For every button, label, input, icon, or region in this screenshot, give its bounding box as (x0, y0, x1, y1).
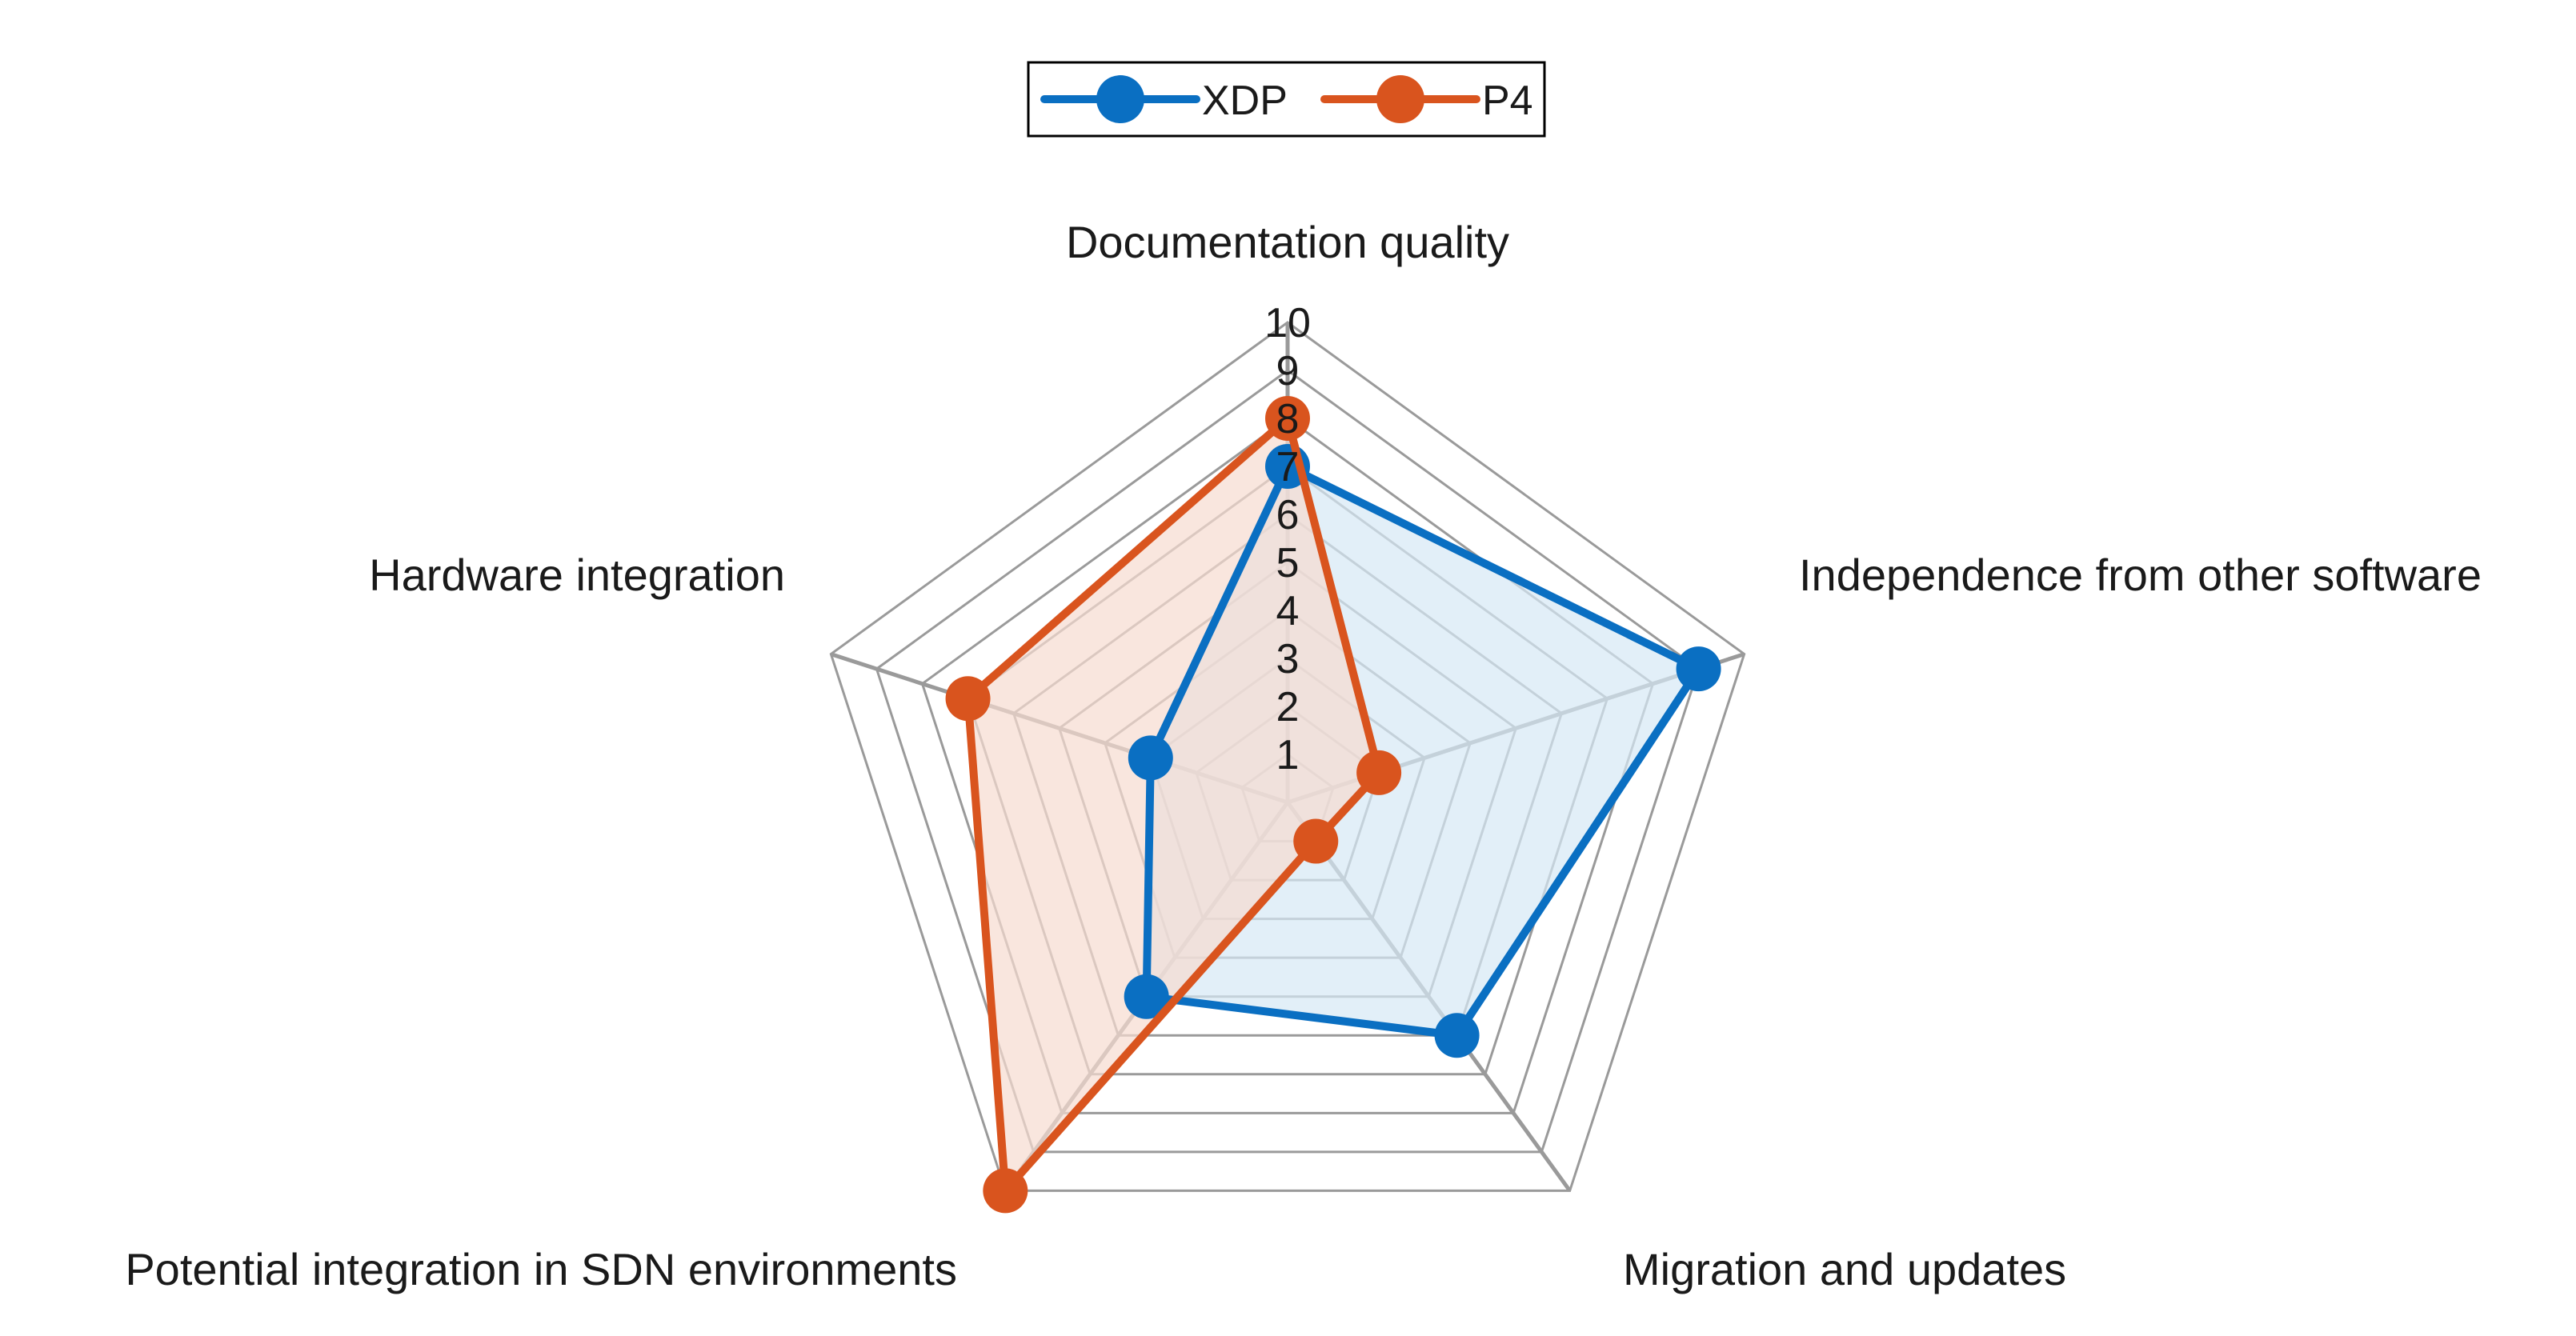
tick-label-6: 6 (1276, 492, 1300, 538)
tick-label-4: 4 (1276, 588, 1300, 634)
data-point-xdp-2 (1434, 1013, 1480, 1058)
axis-label-2: Migration and updates (1623, 1244, 2066, 1294)
radar-series (945, 396, 1721, 1214)
tick-label-9: 9 (1276, 348, 1300, 394)
axis-label-4: Hardware integration (369, 550, 785, 600)
axis-label-1: Independence from other software (1799, 550, 2482, 600)
data-point-p4-0 (1265, 396, 1310, 441)
grid-ring-10 (829, 321, 1746, 1192)
legend-marker-p4 (1376, 75, 1424, 123)
tick-label-5: 5 (1276, 540, 1300, 586)
data-point-p4-3 (983, 1168, 1028, 1214)
tick-label-2: 2 (1276, 684, 1300, 730)
data-point-p4-4 (945, 676, 991, 722)
tick-label-7: 7 (1276, 444, 1300, 490)
grid-ring-9 (875, 369, 1701, 1154)
chart-legend: XDP P4 (1027, 61, 1546, 138)
data-point-xdp-4 (1128, 735, 1173, 781)
legend-label-p4: P4 (1482, 78, 1533, 124)
series-line-p4 (963, 414, 1384, 1195)
legend-marker-xdp (1096, 75, 1144, 123)
series-line-xdp (1142, 462, 1703, 1040)
tick-label-8: 8 (1276, 396, 1300, 442)
tick-label-3: 3 (1276, 636, 1300, 682)
data-point-xdp-3 (1124, 974, 1169, 1019)
axis-label-3: Potential integration in SDN environment… (125, 1244, 957, 1294)
tick-label-10: 10 (1264, 300, 1311, 346)
data-point-xdp-1 (1676, 646, 1721, 692)
legend-label-xdp: XDP (1202, 78, 1288, 124)
tick-label-1: 1 (1276, 732, 1300, 778)
data-point-p4-1 (1356, 750, 1402, 795)
data-point-p4-2 (1293, 818, 1339, 864)
axis-label-0: Documentation quality (1066, 217, 1509, 267)
